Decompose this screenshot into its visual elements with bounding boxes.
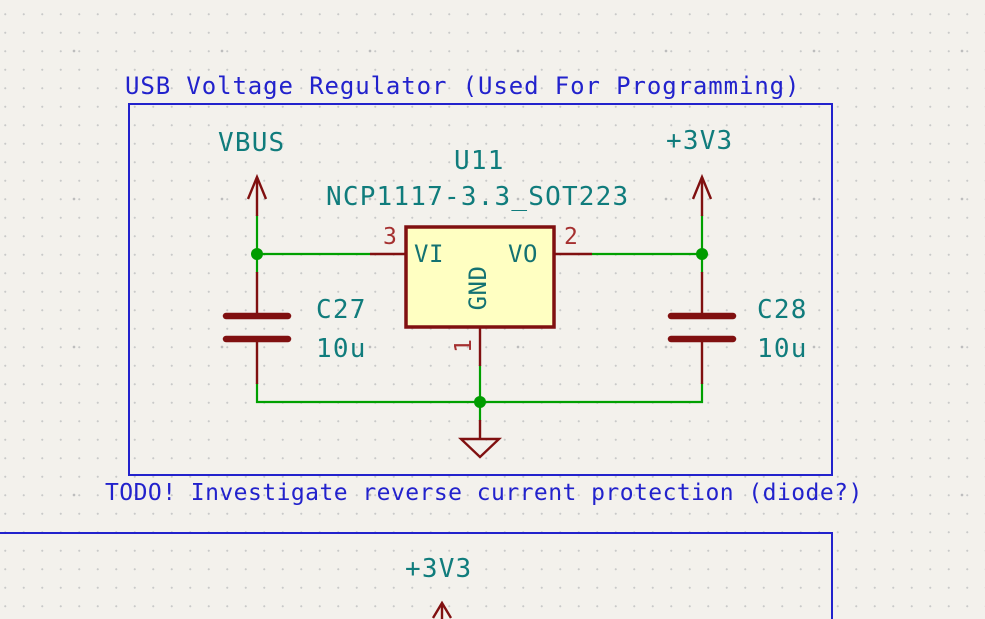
v3v3-power-symbol[interactable] xyxy=(691,173,713,216)
c27-reference[interactable]: C27 xyxy=(316,295,367,325)
capacitor-c28[interactable] xyxy=(667,272,737,384)
v3v3-next-label[interactable]: +3V3 xyxy=(405,554,473,584)
pin-name-vi: VI xyxy=(414,240,444,268)
todo-note[interactable]: TODO! Investigate reverse current protec… xyxy=(105,480,863,506)
vbus-label[interactable]: VBUS xyxy=(218,128,286,158)
junction-left[interactable] xyxy=(251,248,263,260)
c28-value[interactable]: 10u xyxy=(757,334,808,364)
pin-name-gnd: GND xyxy=(464,265,493,311)
pin-number-2: 2 xyxy=(564,224,578,250)
regulator-reference[interactable]: U11 xyxy=(454,146,505,176)
vbus-arrow-head xyxy=(246,173,268,200)
junction-right[interactable] xyxy=(696,248,708,260)
v3v3-label[interactable]: +3V3 xyxy=(666,126,734,156)
next-section-frame[interactable] xyxy=(0,532,833,619)
c28-reference[interactable]: C28 xyxy=(757,295,808,325)
regulator-value[interactable]: NCP1117-3.3_SOT223 xyxy=(326,182,630,212)
regulator-u11-symbol[interactable] xyxy=(370,225,592,366)
v3v3-next-power-symbol[interactable] xyxy=(431,600,453,619)
pin-number-1: 1 xyxy=(450,339,477,353)
v3v3-arrow-head xyxy=(691,173,713,200)
capacitor-c27[interactable] xyxy=(222,272,292,384)
pin-name-vo: VO xyxy=(508,240,538,268)
section-title-note[interactable]: USB Voltage Regulator (Used For Programm… xyxy=(125,72,801,100)
c27-value[interactable]: 10u xyxy=(316,334,367,364)
ground-symbol[interactable] xyxy=(457,420,503,459)
regulator-body xyxy=(404,225,556,329)
pin-number-3: 3 xyxy=(383,224,397,250)
ground-triangle xyxy=(457,437,503,459)
regulator-section-frame[interactable] xyxy=(128,103,833,476)
v3v3-next-arrow-head xyxy=(431,600,453,619)
vbus-power-symbol[interactable] xyxy=(246,173,268,216)
junction-ground[interactable] xyxy=(474,396,486,408)
